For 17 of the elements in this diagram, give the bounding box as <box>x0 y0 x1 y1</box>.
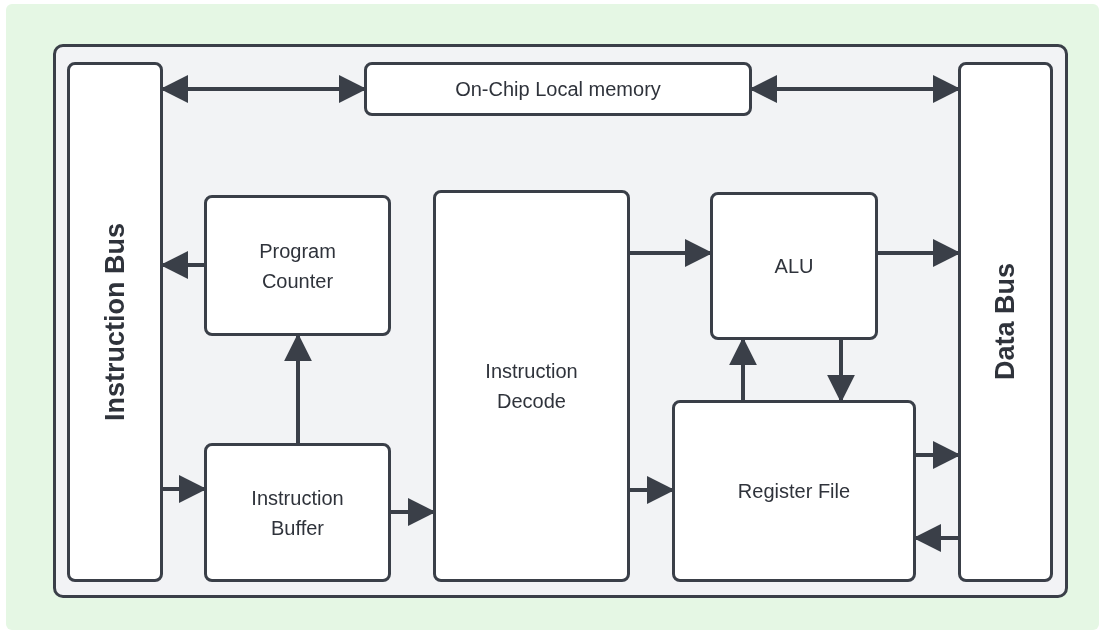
block-label: Data Bus <box>989 263 1022 381</box>
block-label: Instruction Buffer <box>250 485 345 541</box>
block-label: Instruction Bus <box>98 223 131 421</box>
component-block <box>433 190 630 582</box>
bus-block <box>67 62 163 582</box>
component-block <box>364 62 752 116</box>
component-block <box>672 400 916 582</box>
bus-block <box>958 62 1053 582</box>
block-label: Instruction Decode <box>484 359 579 414</box>
block-label: On-Chip Local memory <box>454 77 662 102</box>
processor-frame <box>53 44 1068 598</box>
component-block <box>204 195 391 336</box>
component-block <box>204 443 391 582</box>
block-label: ALU <box>773 254 815 279</box>
block-label: Register File <box>736 479 852 504</box>
component-block <box>710 192 878 340</box>
block-label: Program Counter <box>258 238 337 294</box>
